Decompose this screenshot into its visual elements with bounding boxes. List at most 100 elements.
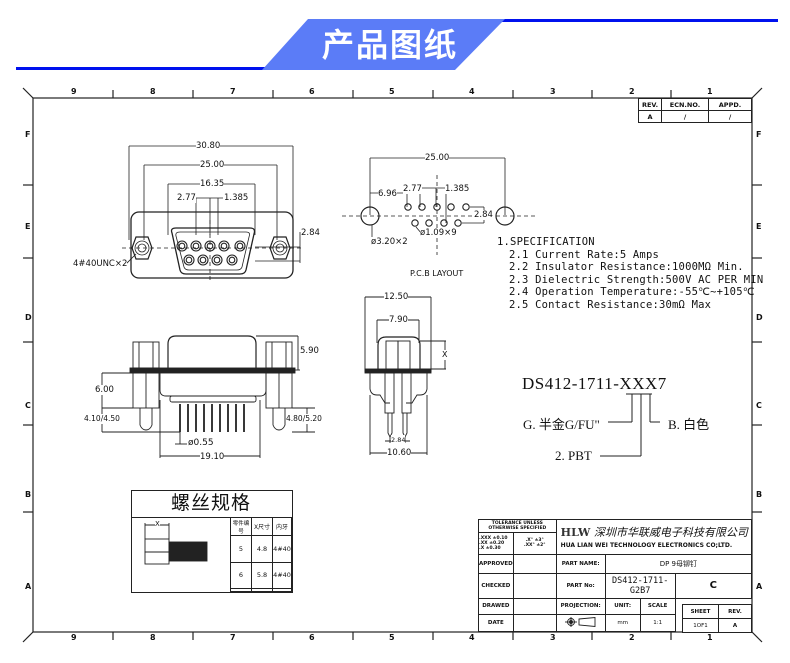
col-label: 6 bbox=[309, 633, 315, 642]
tolerance-value: .XX° ±2° bbox=[523, 543, 546, 549]
screw-cell bbox=[272, 588, 292, 592]
screw-spec-box bbox=[131, 490, 293, 593]
pcb-dim-row-spacing: 2.84 bbox=[474, 210, 493, 220]
col-label: 3 bbox=[550, 633, 556, 642]
dim-mount-spacing: 25.00 bbox=[200, 160, 225, 170]
screw-row: 5 4.8 4#40 bbox=[230, 535, 292, 563]
ecn-header: ECN.NO. bbox=[661, 98, 709, 111]
pcb-dim-mount-hole: ø3.20×2 bbox=[371, 237, 408, 247]
end-dim-base: 10.60 bbox=[387, 448, 412, 458]
callout-material-plating: G. 半金G/FU" bbox=[523, 417, 600, 432]
dim-shell-width: 16.35 bbox=[200, 179, 225, 189]
scale-label: SCALE bbox=[639, 597, 676, 616]
size-value: C bbox=[674, 572, 753, 599]
sheet-label: SHEET bbox=[682, 604, 719, 619]
bottom-column-ticks bbox=[112, 632, 672, 640]
col-label: 4 bbox=[469, 87, 475, 96]
banner-title-text: 产品图纸 bbox=[321, 26, 458, 64]
part-name-value: DP 9母铆钉 bbox=[604, 553, 753, 574]
approved-label: APPROVED bbox=[478, 553, 514, 574]
spec-item: 2.2 Insulator Resistance:1000MΩ Min. bbox=[509, 261, 744, 274]
banner-graphic bbox=[16, 19, 778, 70]
row-label: B bbox=[25, 490, 32, 499]
screw-cell: 4#40 bbox=[272, 535, 292, 563]
tolerances-left: .XXX ±0.10 .XX ±0.20 .X ±0.30 bbox=[478, 532, 514, 555]
row-label: A bbox=[756, 582, 763, 591]
row-label: C bbox=[25, 401, 31, 410]
right-row-ticks bbox=[752, 184, 762, 513]
spec-item: 2.4 Operation Temperature:-55℃~+105℃ bbox=[509, 286, 755, 299]
screw-header-thread: 内牙 bbox=[272, 517, 292, 536]
screw-spec-table: 零件编号 X尺寸 内牙 5 4.8 4#40 6 5.8 4#40 bbox=[230, 517, 292, 592]
screw-spec-title: 螺丝规格 bbox=[170, 492, 251, 514]
front-view-drawing bbox=[120, 145, 302, 280]
row-label: D bbox=[25, 313, 32, 322]
dim-left-tail: 4.10/4.50 bbox=[84, 414, 120, 424]
col-label: 2 bbox=[629, 87, 635, 96]
corner-tick-bl bbox=[22, 631, 34, 643]
company-name-en: HUA LIAN WEI TECHNOLOGY ELECTRONICS CO;L… bbox=[560, 542, 733, 550]
row-label: B bbox=[756, 490, 763, 499]
rev-value: A bbox=[638, 110, 662, 123]
sheet-rev-table: SHEET REV. 1OF1 A bbox=[682, 604, 752, 633]
rev-header: REV. bbox=[638, 98, 662, 111]
col-label: 9 bbox=[71, 633, 77, 642]
tolerance-value: .X° ±3° bbox=[525, 538, 544, 544]
col-label: 6 bbox=[309, 87, 315, 96]
col-label: 9 bbox=[71, 87, 77, 96]
ecn-value: / bbox=[661, 110, 709, 123]
col-label: 8 bbox=[150, 87, 156, 96]
screw-spec-divider bbox=[131, 517, 292, 518]
end-view-drawing bbox=[364, 296, 446, 455]
projection-symbol bbox=[555, 614, 606, 632]
callout-color: B. 白色 bbox=[668, 417, 710, 432]
dim-pin-pitch: 2.77 bbox=[177, 193, 196, 203]
specification-block: 1.SPECIFICATION 2.1 Current Rate:5 Amps … bbox=[497, 236, 763, 312]
pcb-dim-pin-pitch: 2.77 bbox=[403, 184, 422, 194]
banner-parallelogram bbox=[262, 19, 505, 70]
spec-item: 2.3 Dielectric Strength:500V AC PER MIN bbox=[509, 273, 764, 286]
row-label: C bbox=[756, 401, 762, 410]
appd-value: / bbox=[708, 110, 752, 123]
company-cell: HLW 深圳市华联威电子科技有限公司 HUA LIAN WEI TECHNOLO… bbox=[555, 519, 753, 555]
company-name-cn: 深圳市华联威电子科技有限公司 bbox=[593, 526, 748, 540]
end-dim-pin-spacing: 2.84 bbox=[391, 435, 406, 445]
projection-label: PROJECTION: bbox=[555, 597, 606, 616]
col-label: 7 bbox=[230, 87, 236, 96]
revision-table: REV. ECN.NO. APPD. A / / bbox=[638, 98, 752, 123]
col-label: 4 bbox=[469, 633, 475, 642]
unit-label: UNIT: bbox=[604, 597, 641, 616]
col-label: 3 bbox=[550, 87, 556, 96]
screw-cell: 4.8 bbox=[251, 535, 273, 563]
left-row-ticks bbox=[23, 184, 33, 513]
drawed-value bbox=[512, 597, 557, 616]
pcb-dim-mount-spacing: 25.00 bbox=[425, 153, 450, 163]
first-angle-projection-icon bbox=[564, 617, 596, 628]
row-label: E bbox=[25, 222, 31, 231]
frame-border bbox=[32, 97, 753, 633]
screw-cell bbox=[230, 588, 252, 592]
col-label: 1 bbox=[707, 87, 713, 96]
checked-label: CHECKED bbox=[478, 572, 514, 599]
col-label: 5 bbox=[389, 633, 395, 642]
part-no-value: DS412-1711-G2B7 bbox=[604, 572, 676, 599]
row-label: F bbox=[25, 130, 31, 139]
row-label: D bbox=[756, 313, 763, 322]
checked-value bbox=[512, 572, 557, 599]
corner-tick-br bbox=[751, 631, 763, 643]
end-dim-top: 7.90 bbox=[389, 315, 408, 325]
date-label: DATE bbox=[478, 614, 514, 632]
part-no-label: PART No: bbox=[555, 572, 606, 599]
end-dim-x: X bbox=[442, 350, 448, 360]
appd-header: APPD. bbox=[708, 98, 752, 111]
rev-label: REV. bbox=[718, 604, 752, 619]
screw-x-label: X bbox=[155, 519, 160, 529]
dim-height-top: 5.90 bbox=[300, 346, 319, 356]
unit-value: mm bbox=[604, 614, 641, 632]
part-number-callout-lines bbox=[600, 393, 660, 457]
rev-value-tb: A bbox=[718, 618, 752, 633]
screw-drawing bbox=[144, 523, 208, 565]
sheet-value: 1OF1 bbox=[682, 618, 719, 633]
banner-line-left bbox=[16, 67, 276, 70]
